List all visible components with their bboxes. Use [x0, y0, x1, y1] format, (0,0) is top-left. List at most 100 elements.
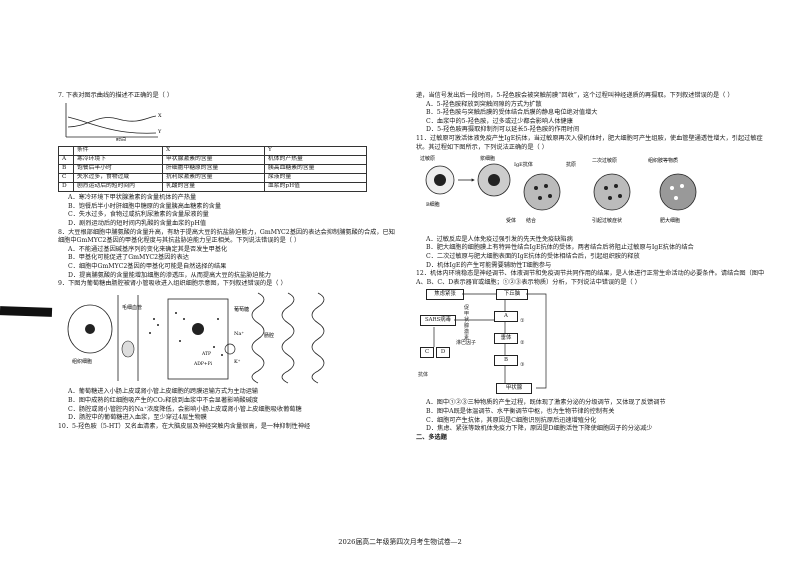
q8-option-d: D．提高脯氨酸的含量能增加细胞的渗透压，从而提高大豆的抗盐胁迫能力	[68, 271, 271, 279]
glucose-dots	[149, 311, 223, 356]
label-b-cell: B细胞	[426, 201, 440, 208]
label-capillary: 毛细血管	[122, 304, 142, 311]
label-x: X	[158, 113, 162, 119]
q11-option-a: A．过敏反应是人体免疫过强引发的先天性免疫缺陷病	[426, 235, 573, 243]
table-header-row: 条件 X Y	[58, 146, 367, 157]
epithelial-cell	[167, 298, 229, 380]
q10-stem-start: 10．5-羟色胺（5-HT）又名血清素，在大脑皮层及神经突触内含量很高，是一种抑…	[58, 422, 311, 430]
q10-option-b: B．5-羟色胺与突触后膜的受体结合后膜的静息电位绝对值增大	[426, 109, 598, 117]
label-y: Y	[157, 129, 162, 135]
table-cell: 乳酸的含量	[162, 182, 265, 193]
label-symptom: 引起过敏症状	[592, 217, 622, 224]
na-k-pump	[224, 343, 236, 355]
box-anxiety: 焦虑紧张	[426, 289, 464, 301]
table-cell	[58, 146, 74, 157]
curve-x	[67, 115, 157, 127]
q8-option-b: B．甲基化可能促进了GmMYC2基因的表达	[68, 254, 189, 262]
table-cell: X	[162, 146, 265, 157]
label-allergen: 过敏原	[420, 155, 435, 162]
box-virus: SARS病毒	[420, 315, 456, 327]
q12-regulation-diagram: 焦虑紧张 下丘脑 SARS病毒 A 垂体 B C D 甲状腺 抗体 淋巴因子 促…	[416, 287, 616, 399]
q7-curve-graph: X Y 时间	[58, 100, 168, 144]
q7-option-c: C．失水过多，食物过咸抗利尿激素的含量尿液的量	[68, 211, 209, 219]
q9-stem: 9．下图为葡萄糖由肠腔被肾小管吸收进入组织细胞示意图，下列叙述错误的是（ ）	[58, 280, 287, 288]
q11-stem: 11．过敏原可激活体液免疫产生IgE抗体，当过敏原再次入侵机体时，肥大细胞可产生…	[416, 134, 763, 151]
table-row: B 饱餐后半小时 肝细胞中糖原的含量 胰高血糖素的含量	[58, 164, 367, 175]
label-adp: ADP+Pi	[193, 361, 213, 367]
table-cell: 血浆的pH值	[264, 182, 367, 193]
label-bind: 结合	[526, 217, 536, 224]
page-footer: 2026届高二年级第四次月考生物试卷—2	[338, 538, 462, 546]
cell-nucleus	[85, 323, 95, 334]
table-cell: 机体的产热量	[264, 155, 367, 166]
q8-option-a: A．不能通过基因碱基序列的变化来确定其是否发生甲基化	[68, 245, 228, 253]
table-cell: B	[58, 164, 74, 175]
capillary-wall	[117, 294, 139, 381]
q10-option-c: C．血浆中的5-羟色胺，过多或过少都会影响人体健康	[426, 117, 573, 125]
table-cell: C	[58, 173, 74, 184]
q11-allergy-diagram: 过敏原 浆细胞 B细胞 IgE抗体 结合 抗原 受体 二次过敏原 组织胺等物质 …	[420, 155, 697, 224]
label-glucose: 葡萄糖	[234, 306, 249, 313]
q9-option-a: A．葡萄糖进入小肠上皮或肾小管上皮细胞的跨膜运输方式为主动运输	[68, 388, 259, 396]
label-atp: ATP	[201, 351, 211, 357]
table-cell: Y	[264, 146, 367, 157]
box-d: D	[436, 347, 450, 359]
q12-option-b: B．图中A既是体温调节、水平衡调节中枢，也为生物节律的控制有关	[426, 407, 615, 415]
q7-table: 条件 X Y A 寒冷环境下 甲状腺激素的含量 机体的产热量 B 饱餐后半小时 …	[58, 146, 367, 193]
table-cell: 饱餐后半小时	[73, 164, 163, 175]
label-antibody: 抗体	[418, 372, 429, 379]
box-a: A	[494, 311, 518, 323]
label-mast-cell: 肥大细胞	[660, 217, 680, 224]
label-num1: ①	[520, 318, 525, 325]
epithelial-nucleus	[192, 322, 204, 335]
q7-stem: 7. 下表对图示曲线的描述不正确的是（ ）	[58, 92, 174, 99]
q12-stem: 12．机体内环境稳态是神经调节、体液调节和免疫调节共同作用的结果，是人体进行正常…	[416, 270, 765, 286]
q9-option-b: B．图中成熟的红细胞吸产生的CO₂释放到血浆中不会显著影响酸碱度	[68, 396, 259, 404]
q11-option-b: B．肥大细胞的细胞膜上有特异性结合IgE抗体的受体，两者结合后将阻止过敏原与Ig…	[426, 244, 694, 252]
q7-option-d: D．剧烈运动后的短时间内乳酸的含量血浆的pH值	[68, 219, 207, 227]
label-k: K⁺	[234, 359, 241, 365]
q7-option-b: B．饱餐后半小时肝细胞中糖原的含量胰高血糖素的含量	[68, 202, 222, 210]
right-column: 递，当信号发出后一段时间，5-羟色胺会被突触前膜“回收”，这个过程叫神经递质的再…	[416, 92, 774, 442]
label-tissue-cell: 组织细胞	[72, 358, 92, 365]
left-column: 7. 下表对图示曲线的描述不正确的是（ ） X Y 时间 条件 X Y A 寒冷…	[58, 92, 398, 431]
box-c: C	[420, 347, 434, 359]
table-cell: 条件	[73, 146, 163, 157]
table-cell: A	[58, 155, 74, 166]
microvilli	[251, 292, 265, 384]
box-thyroid: 甲状腺	[496, 383, 532, 395]
table-cell: D	[58, 182, 74, 193]
q9-glucose-transport-diagram: 毛细血管 组织细胞 葡萄糖 Na⁺ K⁺ ATP ADP+Pi 肠腔	[67, 292, 325, 384]
table-cell: 剧烈运动后的短时间内	[73, 182, 163, 193]
q12-option-c: C．细胞可产生抗体，其原因是C细胞识别抗原后迅速增殖分化	[426, 416, 597, 424]
q11-option-c: C．二次过敏原与肥大细胞表面的IgE抗体的受体相结合后，引起组织胺的释放	[426, 252, 640, 260]
label-plasma: 浆细胞	[480, 155, 495, 162]
label-lumen: 肠腔	[264, 332, 274, 339]
q11-option-d: D．机体IgE的产生可能需要辅助性T细胞参与	[426, 261, 552, 269]
table-row: C 失水过多，食物过咸 抗利尿激素的含量 尿液的量	[58, 173, 367, 184]
red-blood-cell	[121, 340, 135, 358]
label-antigen: 抗原	[566, 161, 576, 168]
q10-option-d: D．5-羟色胺再摄取抑制剂可以延长5-羟色胺的作用时间	[426, 126, 580, 134]
label-receptor: 受体	[506, 217, 516, 224]
table-cell: 寒冷环境下	[73, 155, 163, 166]
q9-option-c: C．肠腔或肾小管腔内的Na⁺浓度降低，会影响小肠上皮或肾小管上皮细胞吸收葡萄糖	[68, 405, 302, 413]
table-cell: 胰高血糖素的含量	[264, 164, 367, 175]
q12-option-d: D．焦虑、紧张等致机体免疫力下降，原因是D细胞活性下降使细胞因子的分泌减少	[426, 425, 653, 433]
q10-option-a: A．5-羟色胺释放到突触间隙的方式为扩散	[426, 100, 542, 108]
label-cytokine: 淋巴因子	[456, 340, 477, 347]
section-multiple-choice: 二、多选题	[416, 433, 447, 441]
q7-option-a: A．寒冷环境下甲状腺激素的含量机体的产热量	[68, 194, 197, 202]
label-second-allergen: 二次过敏原	[592, 157, 617, 164]
q8-stem: 8．大豆根部细胞中脯氨酸的含量升高，有助于提高大豆的抗盐胁迫能力，GmMYC2基…	[58, 228, 395, 245]
mast-cell-2	[593, 173, 631, 211]
table-cell: 抗利尿激素的含量	[162, 173, 265, 184]
label-na: Na⁺	[234, 331, 244, 337]
table-cell: 失水过多，食物过咸	[73, 173, 163, 184]
curve-y	[67, 116, 157, 134]
black-marker-stroke	[0, 306, 53, 317]
mast-cell-1	[523, 173, 561, 211]
q9-option-d: D．肠腔中的葡萄糖进入血浆，至少穿过4层生物膜	[68, 414, 207, 422]
box-hypothalamus: 下丘脑	[496, 289, 528, 301]
tissue-cell	[67, 304, 113, 354]
